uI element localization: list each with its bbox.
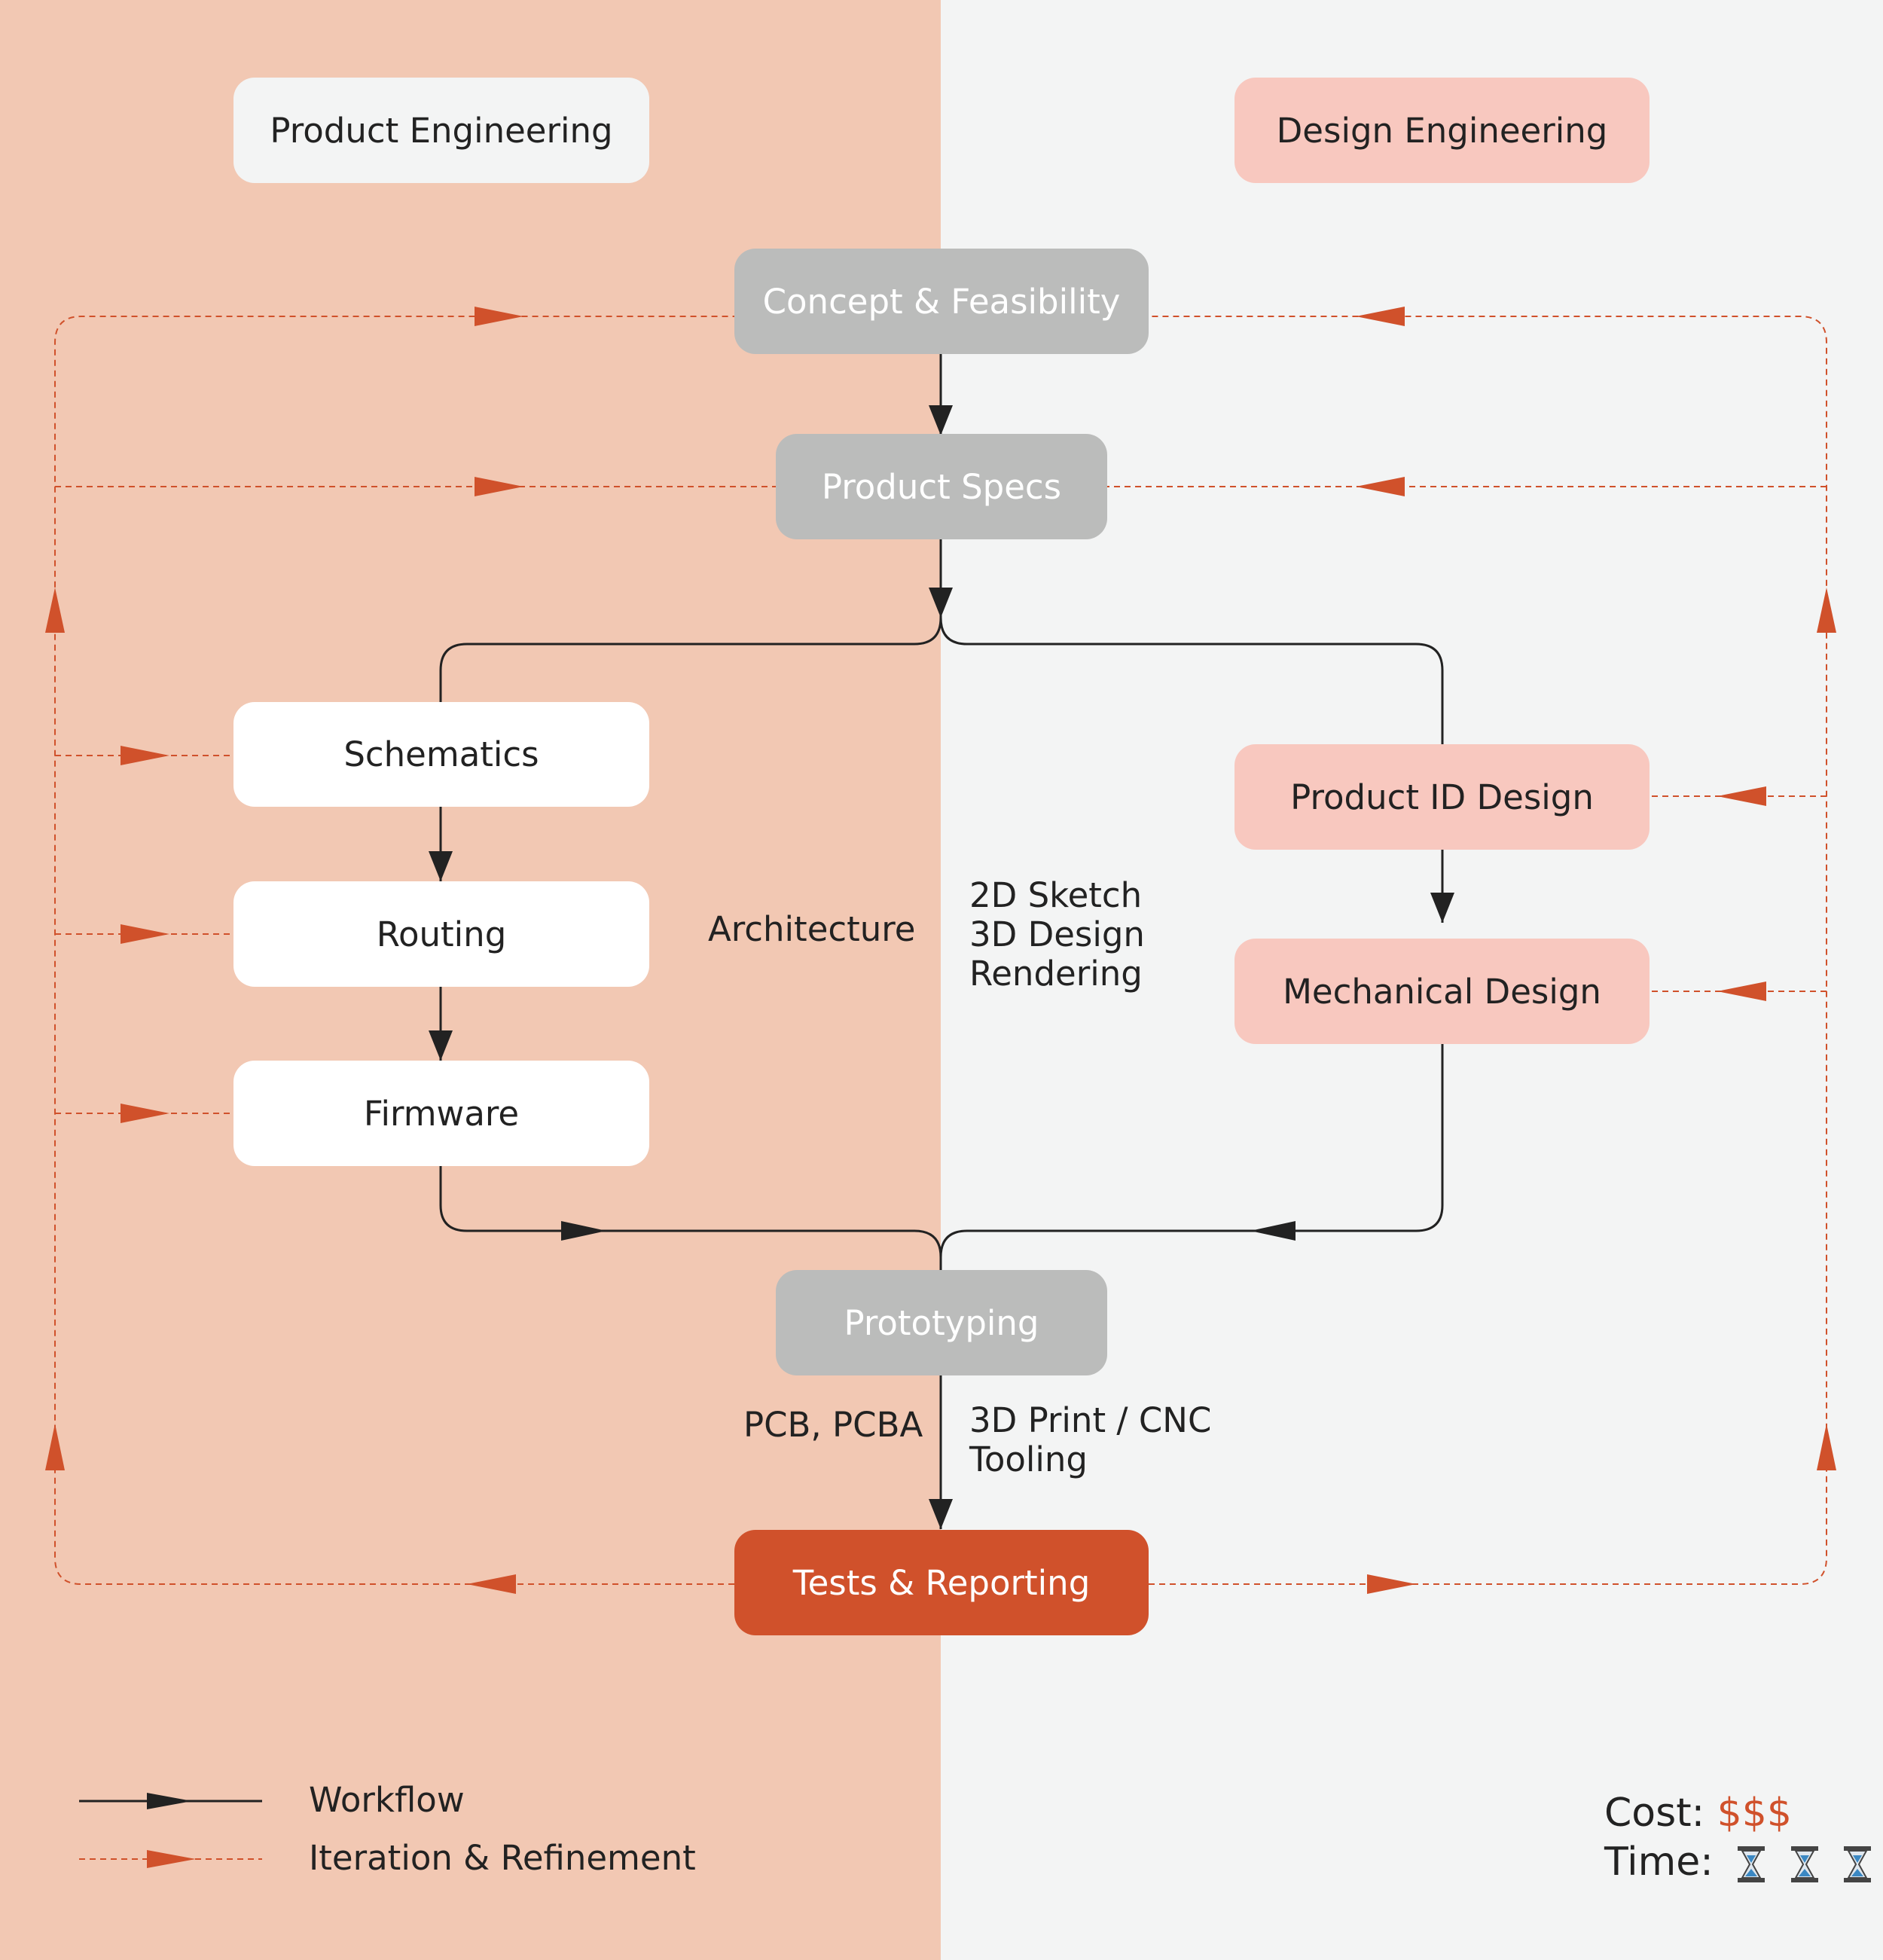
product-specs-node[interactable]: Product Specs [776, 434, 1107, 539]
iteration-arrowheads [45, 307, 1836, 1594]
firmware-node[interactable]: Firmware [233, 1061, 649, 1166]
arrow-up-left-bottom [45, 1424, 65, 1470]
legend-iteration-arrow [147, 1850, 196, 1868]
hourglass-icon [1790, 1846, 1818, 1882]
arrow-up-left-top [45, 588, 65, 633]
legend-iteration-label: Iteration & Refinement [309, 1838, 696, 1878]
legend-workflow-arrow [147, 1793, 192, 1809]
arrow-up-right-bottom [1817, 1424, 1836, 1470]
product-id-design-node[interactable]: Product ID Design [1234, 744, 1650, 850]
mech-proto-print-cnc: 3D Print / CNC [969, 1400, 1212, 1440]
design-task-3d: 3D Design [969, 914, 1145, 954]
pcb-label: PCB, PCBA [743, 1405, 923, 1445]
edge-split-to-schematics [439, 617, 942, 702]
architecture-label: Architecture [708, 909, 916, 949]
design-task-sketch: 2D Sketch [969, 875, 1143, 915]
arrow-to-prototyping-right [1250, 1221, 1296, 1241]
concept-feasibility-node[interactable]: Concept & Feasibility [734, 249, 1149, 354]
legend-workflow-label: Workflow [309, 1780, 465, 1820]
hourglass-icon [1844, 1846, 1872, 1882]
arrow-concept-left [475, 307, 523, 326]
loop-left [54, 316, 734, 1585]
mech-proto-tooling: Tooling [969, 1439, 1088, 1479]
cost-value: $$$ [1717, 1791, 1792, 1836]
tests-reporting-node[interactable]: Tests & Reporting [734, 1530, 1149, 1635]
time-row: Time: [1604, 1838, 1872, 1886]
routing-node[interactable]: Routing [233, 881, 649, 987]
arrow-schematics [121, 746, 169, 765]
legend-swatches [79, 1793, 262, 1868]
cost-row: Cost: $$$ [1604, 1789, 1792, 1837]
workflow-edges [429, 354, 1454, 1529]
edge-split-to-product-id [939, 617, 1444, 744]
edge-mechanical-to-prototyping [939, 1044, 1444, 1258]
mech-prototype-label: 3D Print / CNC Tooling [969, 1401, 1211, 1479]
cost-label: Cost: [1604, 1791, 1705, 1836]
workflow-arrowheads [561, 1221, 1296, 1241]
arrow-routing [121, 924, 169, 944]
time-label: Time: [1604, 1839, 1714, 1885]
arrow-mechanical [1717, 982, 1766, 1001]
design-task-rendering: Rendering [969, 954, 1143, 994]
arrow-up-right-top [1817, 588, 1836, 633]
arrow-concept-right [1356, 307, 1405, 326]
schematics-node[interactable]: Schematics [233, 702, 649, 807]
design-tasks-label: 2D Sketch 3D Design Rendering [969, 876, 1145, 994]
design-engineering-header: Design Engineering [1234, 78, 1650, 183]
prototyping-node[interactable]: Prototyping [776, 1270, 1107, 1375]
arrow-specs-right [1356, 477, 1405, 496]
arrow-tests-left [467, 1574, 516, 1594]
arrow-product-id [1717, 786, 1766, 806]
hourglass-icon [1738, 1846, 1766, 1882]
product-engineering-header: Product Engineering [233, 78, 649, 183]
loop-right [1149, 316, 1827, 1585]
arrow-specs-left [475, 477, 523, 496]
arrow-firmware [121, 1104, 169, 1123]
edge-firmware-to-prototyping [439, 1166, 942, 1270]
mechanical-design-node[interactable]: Mechanical Design [1234, 939, 1650, 1044]
arrow-tests-right [1367, 1574, 1416, 1594]
arrow-to-prototyping-left [561, 1221, 606, 1241]
